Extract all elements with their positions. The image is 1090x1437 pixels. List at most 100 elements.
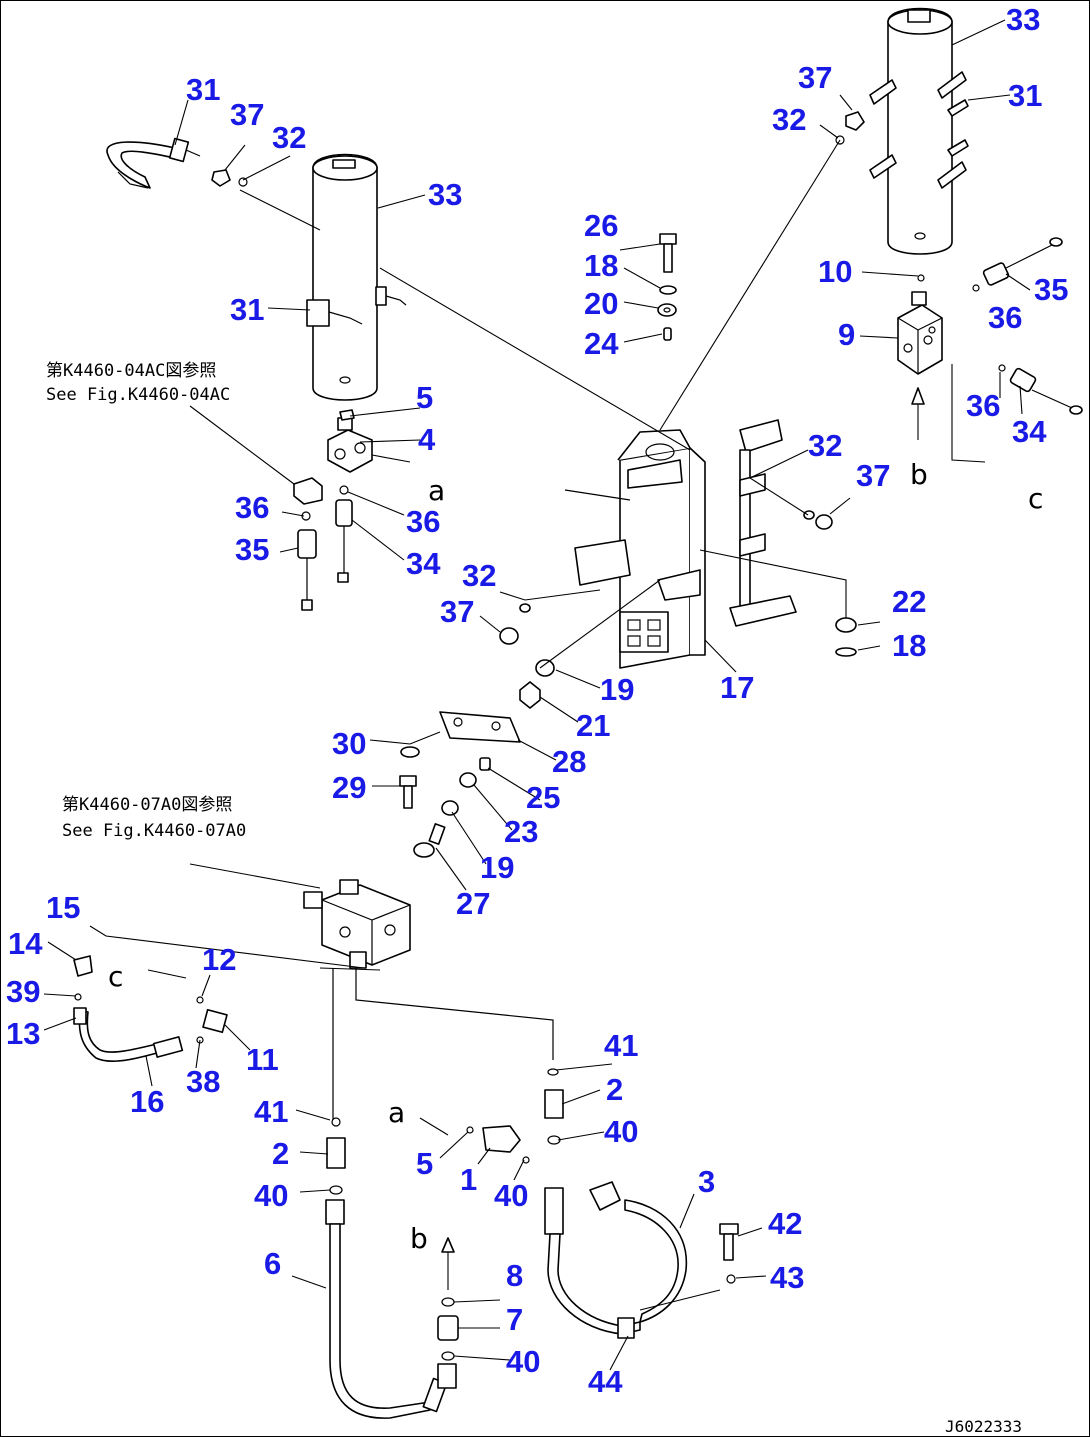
callout: 33 <box>1006 2 1040 37</box>
callout: 21 <box>576 708 610 743</box>
callout: 44 <box>588 1364 623 1399</box>
callout: 31 <box>1008 78 1042 113</box>
flow-marker-letters: a a b b c c <box>108 458 1043 1255</box>
hose-3 <box>589 1181 739 1339</box>
plate-28 <box>399 711 521 858</box>
callout: 5 <box>416 1146 433 1181</box>
callout: 12 <box>202 942 236 977</box>
fitting-center <box>355 968 641 1335</box>
callout: 7 <box>506 1302 523 1337</box>
callout: 14 <box>8 926 43 961</box>
accumulator-left <box>306 153 407 401</box>
sensor-left-35 <box>297 511 317 611</box>
callout: 1 <box>460 1162 477 1197</box>
flow-arrows <box>147 364 986 1290</box>
callout: 27 <box>456 886 490 921</box>
fitting-7 <box>437 1297 459 1389</box>
callout: 18 <box>892 628 926 663</box>
callout: 32 <box>272 120 306 155</box>
callout: 36 <box>966 388 1000 423</box>
callout: 3 <box>698 1164 715 1199</box>
clamp-upper-left <box>106 137 201 189</box>
callout: 4 <box>418 422 436 457</box>
callout: 41 <box>254 1094 288 1129</box>
callout: 36 <box>235 490 269 525</box>
hose-6 <box>325 968 448 1419</box>
callout: 39 <box>6 974 40 1009</box>
callout: 40 <box>494 1178 528 1213</box>
valve-left <box>327 409 373 473</box>
callout: 42 <box>768 1206 802 1241</box>
callout: 34 <box>406 546 441 581</box>
accumulator-right <box>869 7 969 255</box>
callout-numbers: 31 37 32 33 31 5 4 36 36 35 34 33 37 31 … <box>6 2 1068 1399</box>
callout: 37 <box>798 60 832 95</box>
callout: 9 <box>838 317 855 352</box>
callout: 37 <box>856 458 890 493</box>
marker-b-2: b <box>410 1222 428 1255</box>
callout: 6 <box>264 1246 281 1281</box>
callout: 37 <box>440 594 474 629</box>
callout: 13 <box>6 1016 40 1051</box>
callout: 19 <box>480 850 514 885</box>
callout: 24 <box>584 326 619 361</box>
callout: 29 <box>332 770 366 805</box>
bracket-17 <box>564 419 797 669</box>
marker-c-2: c <box>108 960 123 993</box>
callout: 40 <box>254 1178 288 1213</box>
bolt-26 <box>657 233 677 341</box>
callout: 32 <box>772 102 806 137</box>
ref-2-en: See Fig.K4460-07A0 <box>62 821 246 841</box>
callout: 33 <box>428 177 462 212</box>
marker-a-2: a <box>388 1096 405 1129</box>
callout: 38 <box>186 1064 220 1099</box>
callout: 35 <box>235 532 269 567</box>
callout: 17 <box>720 670 754 705</box>
callout: 31 <box>230 292 264 327</box>
callout: 36 <box>988 300 1022 335</box>
callout: 2 <box>272 1136 289 1171</box>
sensor-right-34 <box>998 364 1083 415</box>
drawing-code: J6022333 <box>945 1417 1022 1436</box>
marker-b-1: b <box>910 458 928 491</box>
marker-c-1: c <box>1028 482 1043 515</box>
callout: 35 <box>1034 272 1068 307</box>
callout: 36 <box>406 504 440 539</box>
callout: 31 <box>186 72 220 107</box>
callout: 23 <box>504 814 538 849</box>
ref-1-en: See Fig.K4460-04AC <box>46 385 230 405</box>
callout: 10 <box>818 254 852 289</box>
callout: 16 <box>130 1084 164 1119</box>
callout: 11 <box>246 1042 279 1077</box>
callout: 41 <box>604 1028 638 1063</box>
callout: 8 <box>506 1258 523 1293</box>
reference-notes: 第K4460-04AC図参照 See Fig.K4460-04AC 第K4460… <box>46 361 1022 1436</box>
valve-right <box>897 274 943 375</box>
callout: 28 <box>552 744 586 779</box>
callout: 25 <box>526 780 560 815</box>
valve-block-lower <box>303 879 411 969</box>
callout: 26 <box>584 208 618 243</box>
sensor-right-35 <box>972 237 1063 292</box>
callout: 19 <box>600 672 634 707</box>
callout: 15 <box>46 890 80 925</box>
callout: 22 <box>892 584 926 619</box>
callout: 40 <box>506 1344 540 1379</box>
marker-a-1: a <box>428 474 445 507</box>
callout: 30 <box>332 726 366 761</box>
sensor-left-34 <box>335 485 353 583</box>
callout: 5 <box>416 380 433 415</box>
ref-1-jp: 第K4460-04AC図参照 <box>46 361 216 381</box>
fitting-ref-left <box>293 477 323 505</box>
leader-lines <box>43 19 1031 1371</box>
callout: 43 <box>770 1260 804 1295</box>
nut-right-37 <box>835 111 865 145</box>
hose-16 <box>73 955 228 1063</box>
callout: 32 <box>808 428 842 463</box>
callout: 20 <box>584 286 618 321</box>
washers-bracket <box>499 510 857 709</box>
nut-left-37 <box>211 169 248 187</box>
callout: 40 <box>604 1114 638 1149</box>
callout: 37 <box>230 97 264 132</box>
